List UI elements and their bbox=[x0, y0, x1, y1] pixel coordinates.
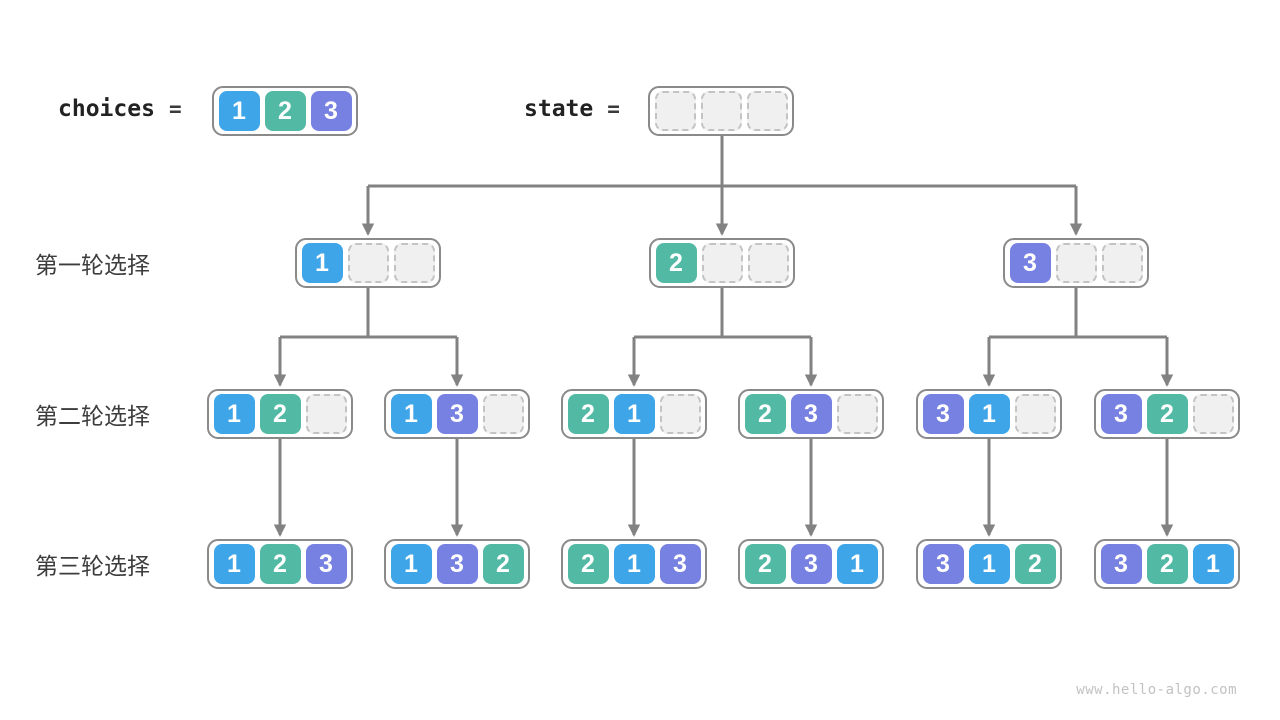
empty-cell bbox=[747, 243, 789, 283]
choice-cell-1: 1 bbox=[390, 394, 432, 434]
empty-cell bbox=[659, 394, 701, 434]
empty-cell bbox=[393, 243, 435, 283]
choice-cell-3: 3 bbox=[305, 544, 347, 584]
empty-cell bbox=[746, 91, 788, 131]
state-box-root bbox=[648, 86, 794, 136]
empty-cell bbox=[347, 243, 389, 283]
round-3-label: 第三轮选择 bbox=[35, 553, 150, 579]
choice-cell-1: 1 bbox=[836, 544, 878, 584]
choice-cell-1: 1 bbox=[301, 243, 343, 283]
choice-cell-3: 3 bbox=[436, 394, 478, 434]
choice-cell-2: 2 bbox=[655, 243, 697, 283]
choice-cell-1: 1 bbox=[218, 91, 260, 131]
choice-cell-3: 3 bbox=[922, 394, 964, 434]
choices-label-text: choices bbox=[58, 96, 155, 122]
site-watermark: www.hello-algo.com bbox=[1076, 682, 1237, 698]
equals-sign: = bbox=[607, 97, 620, 121]
empty-cell bbox=[654, 91, 696, 131]
choice-cell-3: 3 bbox=[436, 544, 478, 584]
choice-cell-3: 3 bbox=[922, 544, 964, 584]
choice-cell-3: 3 bbox=[1009, 243, 1051, 283]
choice-cell-1: 1 bbox=[968, 544, 1010, 584]
choice-cell-1: 1 bbox=[613, 544, 655, 584]
choice-cell-3: 3 bbox=[1100, 544, 1142, 584]
choice-cell-2: 2 bbox=[1146, 394, 1188, 434]
choice-cell-3: 3 bbox=[790, 394, 832, 434]
round-1-label: 第一轮选择 bbox=[35, 252, 150, 278]
round-2-label: 第二轮选择 bbox=[35, 403, 150, 429]
choice-cell-2: 2 bbox=[1146, 544, 1188, 584]
choice-cell-2: 2 bbox=[264, 91, 306, 131]
choice-cell-1: 1 bbox=[1192, 544, 1234, 584]
choice-cell-2: 2 bbox=[567, 544, 609, 584]
choice-cell-3: 3 bbox=[1100, 394, 1142, 434]
state-label-text: state bbox=[524, 96, 594, 122]
state-label: state = bbox=[524, 96, 620, 122]
empty-cell bbox=[305, 394, 347, 434]
choice-cell-3: 3 bbox=[310, 91, 352, 131]
choice-cell-3: 3 bbox=[659, 544, 701, 584]
equals-sign: = bbox=[168, 97, 182, 121]
choice-cell-3: 3 bbox=[790, 544, 832, 584]
empty-cell bbox=[1055, 243, 1097, 283]
choice-cell-1: 1 bbox=[390, 544, 432, 584]
choices-label: choices = bbox=[58, 96, 182, 122]
empty-cell bbox=[836, 394, 878, 434]
empty-cell bbox=[1014, 394, 1056, 434]
empty-cell bbox=[1192, 394, 1234, 434]
state-box-r1-3: 3 bbox=[1003, 238, 1149, 288]
empty-cell bbox=[701, 243, 743, 283]
state-box-r1-1: 1 bbox=[295, 238, 441, 288]
choice-cell-1: 1 bbox=[968, 394, 1010, 434]
choice-cell-2: 2 bbox=[744, 394, 786, 434]
choice-cell-1: 1 bbox=[213, 394, 255, 434]
choice-cell-2: 2 bbox=[744, 544, 786, 584]
empty-cell bbox=[482, 394, 524, 434]
choice-cell-1: 1 bbox=[213, 544, 255, 584]
empty-cell bbox=[1101, 243, 1143, 283]
choice-cell-2: 2 bbox=[482, 544, 524, 584]
empty-cell bbox=[700, 91, 742, 131]
choice-cell-2: 2 bbox=[1014, 544, 1056, 584]
choice-cell-2: 2 bbox=[567, 394, 609, 434]
choice-cell-1: 1 bbox=[613, 394, 655, 434]
choice-cell-2: 2 bbox=[259, 544, 301, 584]
choice-cell-2: 2 bbox=[259, 394, 301, 434]
state-box-r1-2: 2 bbox=[649, 238, 795, 288]
